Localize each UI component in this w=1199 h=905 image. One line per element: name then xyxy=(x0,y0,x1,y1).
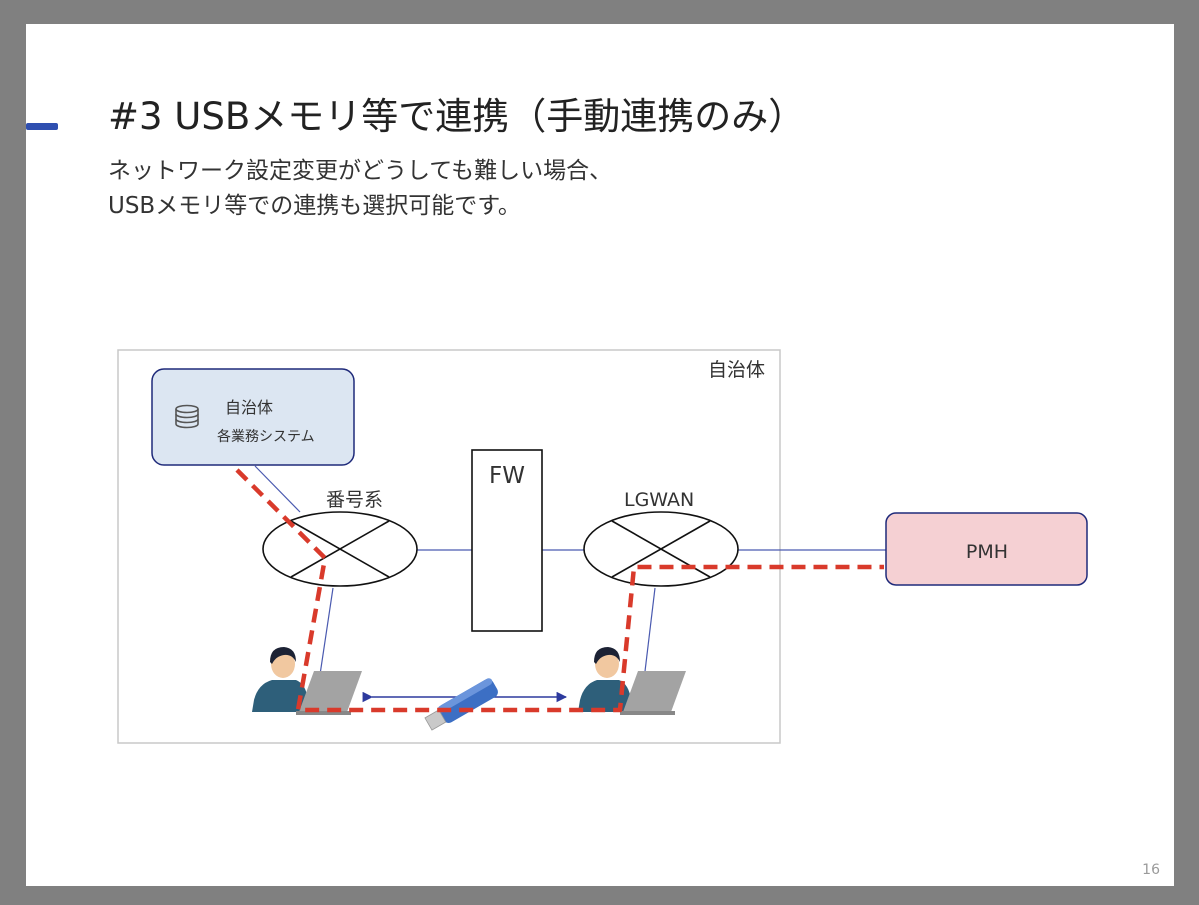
slide-title: #3 USBメモリ等で連携（手動連携のみ） xyxy=(108,95,806,138)
page-number: 16 xyxy=(1142,862,1160,878)
left-operator-icon xyxy=(252,647,308,712)
network-right-node xyxy=(583,511,739,587)
pmh-label: PMH xyxy=(966,541,1008,563)
system-label-line1: 自治体 xyxy=(225,398,273,417)
municipality-label: 自治体 xyxy=(708,359,765,381)
right-laptop-icon xyxy=(620,671,686,715)
firewall-box xyxy=(471,449,543,632)
right-operator-icon xyxy=(578,647,631,712)
system-label-line2: 各業務システム xyxy=(217,429,315,445)
network-left-node xyxy=(262,511,418,587)
accent-bar xyxy=(26,123,58,130)
left-laptop-icon xyxy=(296,671,362,715)
network-left-label: 番号系 xyxy=(326,489,383,511)
usb-stick-icon xyxy=(424,678,498,731)
network-right-label: LGWAN xyxy=(624,489,694,511)
business-system-box xyxy=(151,368,355,466)
subtitle-line-2: USBメモリ等での連携も選択可能です。 xyxy=(108,193,521,219)
pmh-box xyxy=(885,512,1088,586)
subtitle-line-1: ネットワーク設定変更がどうしても難しい場合、 xyxy=(108,158,613,184)
firewall-label: FW xyxy=(489,463,525,489)
slide-subtitle: ネットワーク設定変更がどうしても難しい場合、 USBメモリ等での連携も選択可能で… xyxy=(108,154,612,224)
database-icon xyxy=(175,404,199,429)
